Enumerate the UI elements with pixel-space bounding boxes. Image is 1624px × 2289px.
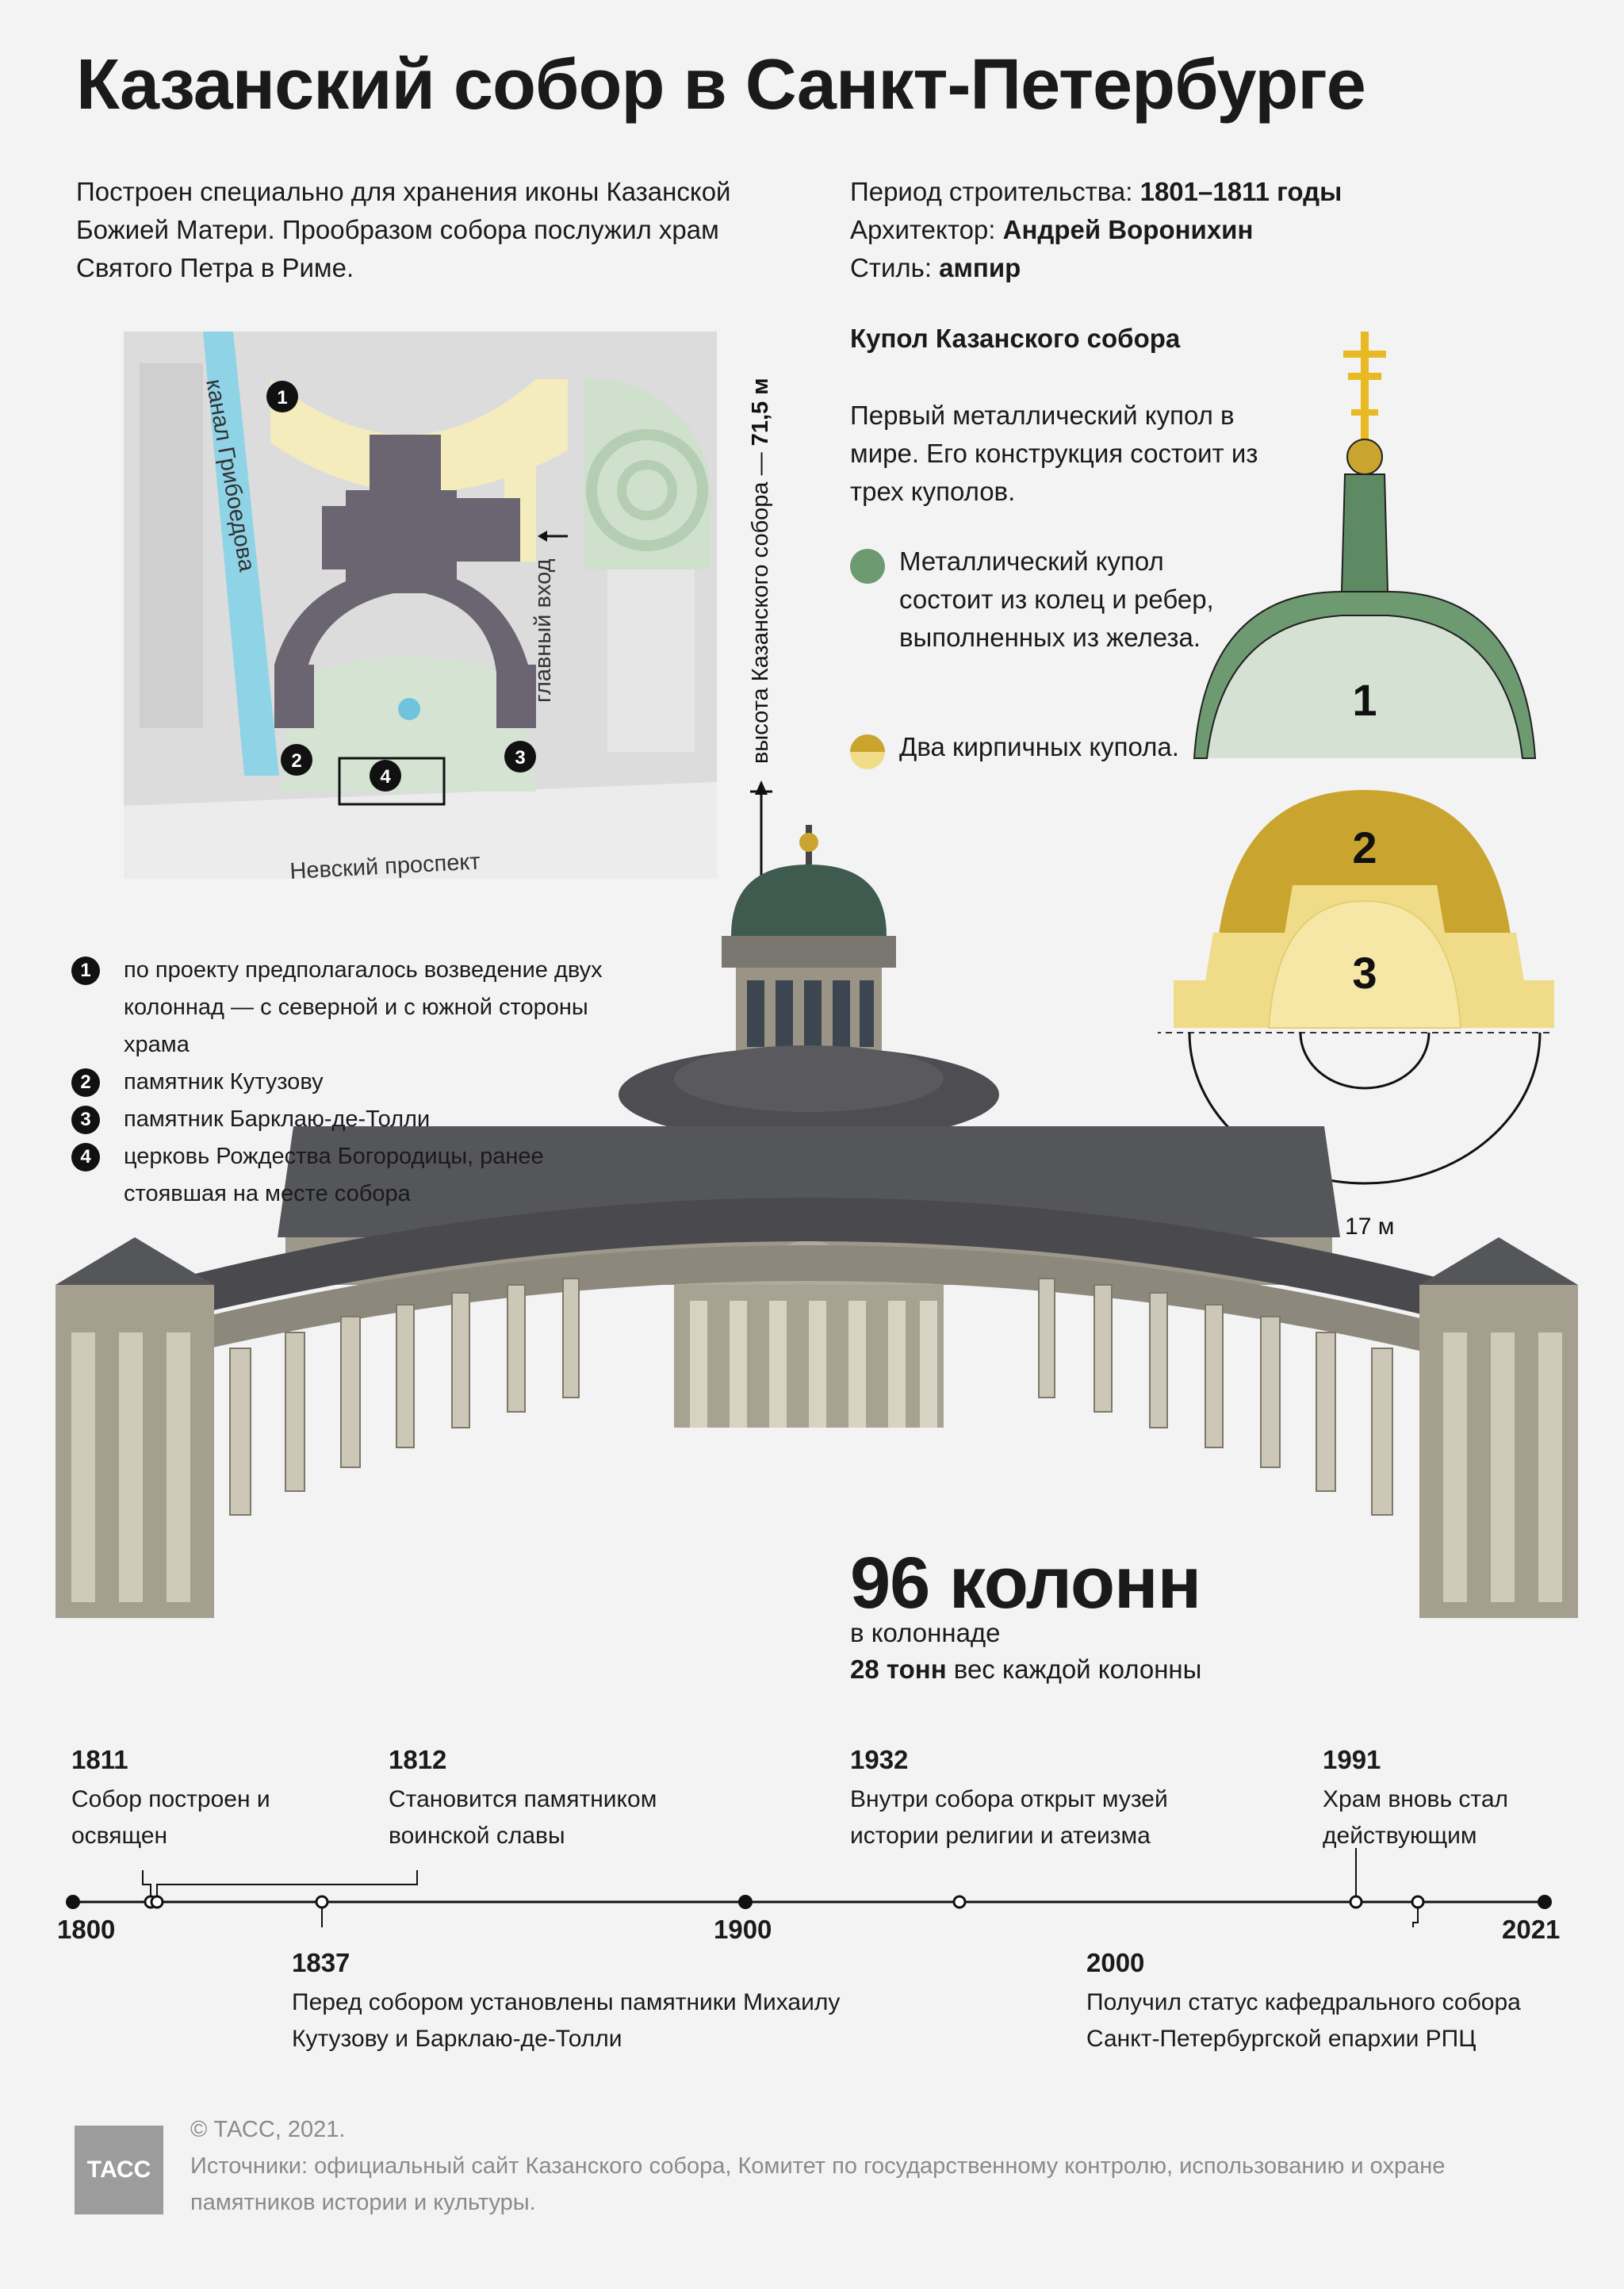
height-value: 71,5 м xyxy=(748,378,773,446)
facts-block: Период строительства: 1801–1811 годы Арх… xyxy=(850,173,1342,287)
event-1932: 1932 Внутри собора открыт музей истории … xyxy=(850,1745,1168,1849)
sources: Источники: официальный сайт Казанского с… xyxy=(190,2153,1446,2215)
dome-number-3: 3 xyxy=(1352,948,1377,998)
nevsky-road xyxy=(124,782,717,879)
intro-text: Построен специально для хранения иконы К… xyxy=(76,177,731,282)
svg-text:1: 1 xyxy=(277,387,287,408)
height-label: высота Казанского собора — xyxy=(748,452,773,764)
style-label: Стиль: xyxy=(850,253,932,282)
column-weight-rest: вес каждой колонны xyxy=(946,1654,1202,1684)
dome-diagram: 1 2 3 ∅ 17 м xyxy=(1158,332,1554,1240)
cross-icon xyxy=(1343,332,1386,451)
column-weight: 28 тонн xyxy=(850,1654,947,1684)
timeline-axis xyxy=(66,1848,1552,1927)
cathedral-illustration xyxy=(56,825,1578,1618)
timeline-end: 2021 xyxy=(1502,1915,1561,1944)
timeline-mid: 1900 xyxy=(714,1915,772,1944)
map-marker-3: 3 xyxy=(504,741,536,773)
timeline-major-dots xyxy=(66,1895,1552,1909)
outer-dome xyxy=(1194,592,1535,758)
style-value: ампир xyxy=(939,253,1021,282)
event-2000: 2000 Получил статус кафедрального собора… xyxy=(1086,1948,1521,2052)
gold-swatch-icon xyxy=(850,734,885,769)
legend-metal-text: Металлический купол состоит из колец и р… xyxy=(899,546,1214,652)
map-marker-4: 4 xyxy=(370,760,401,792)
dome-heading: Купол Казанского собора xyxy=(850,324,1181,353)
map-marker-1: 1 xyxy=(266,381,298,412)
copyright: © ТАСС, 2021. xyxy=(190,2117,346,2142)
tass-logo: ТАСС xyxy=(75,2126,163,2214)
church-outline xyxy=(338,757,446,806)
svg-text:высота Казанского собора —: высота Казанского собора — 71,5 м xyxy=(748,378,773,764)
main-roof xyxy=(278,1126,1340,1237)
svg-text:4: 4 xyxy=(380,766,391,788)
svg-text:2: 2 xyxy=(291,750,301,772)
event-1811: 1811 Собор построен и освящен xyxy=(71,1745,270,1849)
canal xyxy=(203,332,279,776)
cathedral-plan xyxy=(274,435,536,728)
green-swatch-icon xyxy=(850,549,885,584)
columns-sub: в колоннаде 28 тонн вес каждой колонны xyxy=(850,1615,1201,1688)
page-title: Казанский собор в Санкт-Петербурге xyxy=(76,45,1366,125)
timeline-start: 1800 xyxy=(57,1915,116,1944)
timeline-event-dots xyxy=(144,1895,1425,1909)
period-label: Период строительства: xyxy=(850,177,1133,206)
garden xyxy=(584,378,712,569)
footer-text: © ТАСС, 2021. Источники: официальный сай… xyxy=(190,2111,1459,2221)
height-annotation: высота Казанского собора — 71,5 м xyxy=(748,378,773,903)
period-value: 1801–1811 годы xyxy=(1139,177,1342,206)
columns-sub-text: в колоннаде xyxy=(850,1618,1001,1647)
dome-number-2: 2 xyxy=(1352,822,1377,872)
legend-brick-text: Два кирпичных купола. xyxy=(899,732,1179,761)
cathedral-dome xyxy=(731,865,887,936)
map-marker-2: 2 xyxy=(281,744,312,776)
columns-headline: 96 колонн xyxy=(850,1543,1201,1624)
entrance-label: главный вход xyxy=(530,558,556,703)
dome-description: Первый металлический купол в мире. Его к… xyxy=(850,401,1258,506)
architect-value: Андрей Воронихин xyxy=(1002,215,1254,244)
dome-number-1: 1 xyxy=(1352,675,1377,725)
event-1812: 1812 Становится памятником воинской слав… xyxy=(389,1745,657,1849)
svg-text:3: 3 xyxy=(515,747,525,769)
site-map: канал Грибоедова главный вход Невский пр… xyxy=(124,332,717,879)
architect-label: Архитектор: xyxy=(850,215,996,244)
event-1837: 1837 Перед собором установлены памятники… xyxy=(292,1948,841,2052)
colonnade-roof xyxy=(95,1198,1522,1340)
event-1991: 1991 Храм вновь стал действующим xyxy=(1323,1745,1509,1849)
